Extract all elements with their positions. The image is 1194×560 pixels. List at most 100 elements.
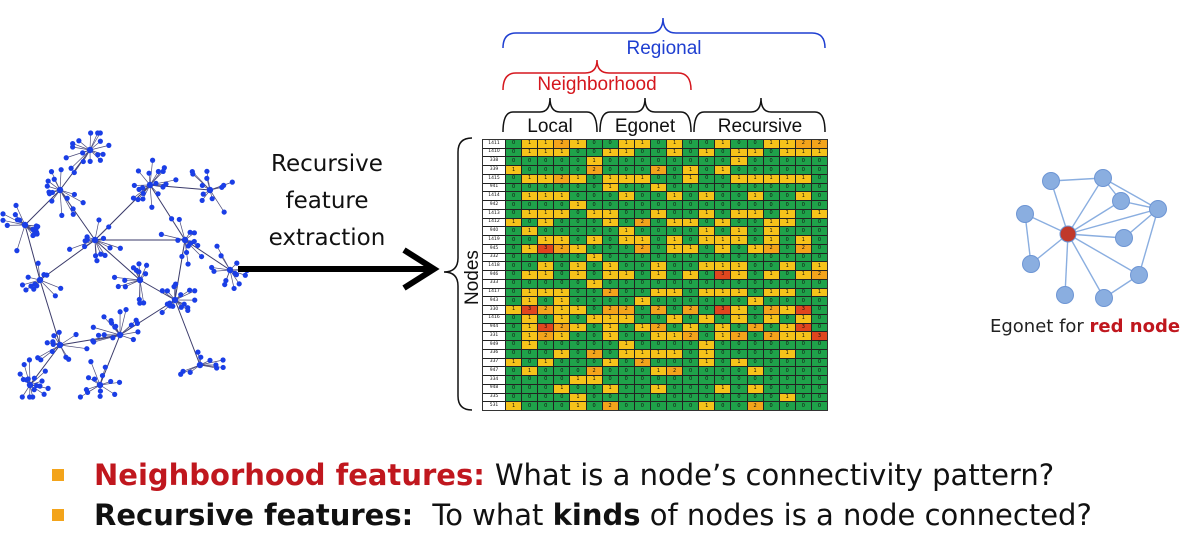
graph-node: [96, 381, 104, 389]
graph-node: [164, 288, 170, 294]
matrix-cell: 1: [554, 384, 570, 393]
matrix-cell: 0: [554, 262, 570, 271]
matrix-cell: 1: [763, 288, 779, 297]
graph-node: [116, 379, 123, 385]
matrix-cell: 0: [715, 174, 731, 183]
matrix-cell: 0: [586, 201, 602, 209]
matrix-cell: 1: [795, 314, 811, 323]
matrix-cell: 0: [795, 367, 811, 376]
graph-node: [95, 152, 101, 158]
matrix-cell: 0: [570, 253, 586, 262]
graph-edge: [114, 276, 141, 281]
matrix-cell: 1: [634, 297, 650, 306]
matrix-cell: 0: [795, 376, 811, 384]
egonet-edge: [1067, 233, 1125, 239]
matrix-cell: 1: [715, 166, 731, 174]
matrix-cell: 0: [731, 140, 747, 148]
matrix-cell: 0: [763, 183, 779, 192]
matrix-cell: 1: [795, 332, 811, 341]
matrix-cell: 1: [522, 227, 538, 236]
matrix-cell: 0: [731, 393, 747, 402]
matrix-cell: 0: [779, 227, 795, 236]
matrix-cell: 0: [699, 157, 715, 166]
graph-node: [88, 130, 94, 136]
matrix-cell: 0: [602, 279, 618, 288]
graph-edge: [174, 290, 195, 301]
matrix-cell: 0: [715, 227, 731, 236]
matrix-cell: 1: [747, 384, 763, 393]
matrix-cell: 0: [779, 358, 795, 367]
matrix-cell: 0: [602, 201, 618, 209]
graph-node: [122, 277, 128, 283]
bullet-neighborhood: Neighborhood features: What is a node’s …: [52, 455, 1092, 495]
matrix-cell: 2: [554, 323, 570, 332]
matrix-cell: 0: [715, 157, 731, 166]
matrix-cell: 0: [763, 349, 779, 358]
matrix-cell: 0: [747, 332, 763, 341]
graph-node: [35, 355, 41, 361]
matrix-cell: 1: [650, 384, 666, 393]
graph-node: [128, 322, 135, 328]
matrix-cell: 0: [779, 376, 795, 384]
matrix-cell: 0: [634, 262, 650, 271]
matrix-cell: 0: [763, 192, 779, 201]
matrix-cell: 0: [554, 218, 570, 227]
graph-node: [136, 296, 142, 303]
matrix-cell: 0: [586, 140, 602, 148]
graph-node: [80, 158, 86, 165]
graph-node: [146, 170, 152, 176]
matrix-cell: 0: [506, 314, 522, 323]
matrix-cell: 1: [683, 218, 699, 227]
graph-node: [116, 331, 124, 339]
graph-node: [234, 260, 240, 266]
graph-node: [222, 281, 228, 288]
matrix-cell: 1: [763, 174, 779, 183]
matrix-cell: 0: [634, 271, 650, 279]
matrix-cell: 0: [522, 402, 538, 410]
matrix-cell: 0: [586, 332, 602, 341]
graph-node: [220, 364, 226, 371]
graph-node: [21, 361, 27, 368]
matrix-cell: 2: [811, 140, 827, 148]
matrix-cell: 1: [522, 271, 538, 279]
graph-node: [155, 168, 161, 175]
matrix-cell: 1: [779, 306, 795, 314]
matrix-cell: 0: [811, 174, 827, 183]
matrix-cell: 1: [779, 393, 795, 402]
matrix-cell: 0: [554, 157, 570, 166]
egonet-edge: [1067, 200, 1122, 235]
graph-node: [56, 341, 64, 349]
graph-node: [56, 329, 62, 335]
graph-node: [195, 242, 201, 249]
matrix-cell: 0: [699, 384, 715, 393]
matrix-cell: 2: [538, 306, 554, 314]
graph-node: [219, 184, 225, 190]
graph-node: [112, 391, 118, 397]
graph-edge: [39, 279, 61, 289]
egonet-node: [1112, 192, 1130, 210]
graph-node: [102, 364, 108, 370]
graph-node: [117, 245, 123, 251]
graph-edge: [59, 344, 87, 350]
graph-edge: [138, 279, 141, 300]
matrix-cell: 0: [538, 402, 554, 410]
matrix-cell: 0: [650, 358, 666, 367]
local-bracket: [502, 97, 598, 133]
matrix-cell: 0: [506, 148, 522, 157]
egonet-edge: [1102, 177, 1159, 210]
matrix-cell: 0: [554, 166, 570, 174]
graph-node: [64, 195, 70, 201]
matrix-cell: 2: [618, 306, 634, 314]
matrix-cell: 1: [747, 244, 763, 253]
graph-node: [236, 281, 242, 287]
matrix-cell: 2: [634, 358, 650, 367]
matrix-cell: 0: [650, 402, 666, 410]
matrix-cell: 0: [779, 314, 795, 323]
matrix-cell: 3: [538, 323, 554, 332]
graph-node: [66, 356, 72, 362]
graph-node: [99, 372, 106, 379]
graph-node: [171, 296, 179, 304]
matrix-cell: 0: [667, 271, 683, 279]
matrix-cell: 0: [667, 183, 683, 192]
matrix-cell: 0: [650, 314, 666, 323]
